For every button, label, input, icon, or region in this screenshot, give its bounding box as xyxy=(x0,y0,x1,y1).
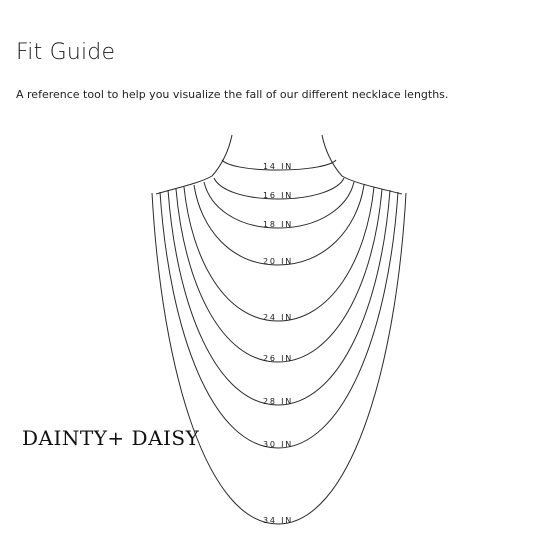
necklace-chain-14in xyxy=(221,159,337,171)
length-label-18in: 18 IN xyxy=(263,220,293,229)
length-label-26in: 26 IN xyxy=(263,354,293,363)
page-subtitle: A reference tool to help you visualize t… xyxy=(16,88,449,101)
necklace-chain-30in xyxy=(159,191,399,449)
page-title: Fit Guide xyxy=(16,40,116,65)
necklace-chain-24in xyxy=(183,186,375,322)
neck-right xyxy=(321,134,403,195)
necklace-chain-34in xyxy=(151,192,407,525)
length-label-16in: 16 IN xyxy=(263,191,293,200)
brand-logo: DAINTY+ DAISY xyxy=(22,426,200,450)
neck-left xyxy=(155,134,233,195)
length-label-30in: 30 IN xyxy=(263,440,293,449)
necklace-chain-28in xyxy=(167,189,391,406)
length-label-24in: 24 IN xyxy=(263,313,293,322)
necklace-chain-26in xyxy=(175,188,383,363)
necklace-chain-18in xyxy=(203,181,355,229)
length-label-28in: 28 IN xyxy=(263,397,293,406)
length-label-20in: 20 IN xyxy=(263,257,293,266)
length-label-14in: 14 IN xyxy=(263,162,293,171)
length-labels: 14 IN 16 IN 18 IN 20 IN 24 IN 26 IN 28 I… xyxy=(263,162,293,525)
necklace-chain-20in xyxy=(193,184,365,266)
necklace-chain-16in xyxy=(213,177,345,200)
neck-outline xyxy=(155,134,403,195)
length-label-34in: 34 IN xyxy=(263,516,293,525)
necklace-chains xyxy=(151,159,407,525)
